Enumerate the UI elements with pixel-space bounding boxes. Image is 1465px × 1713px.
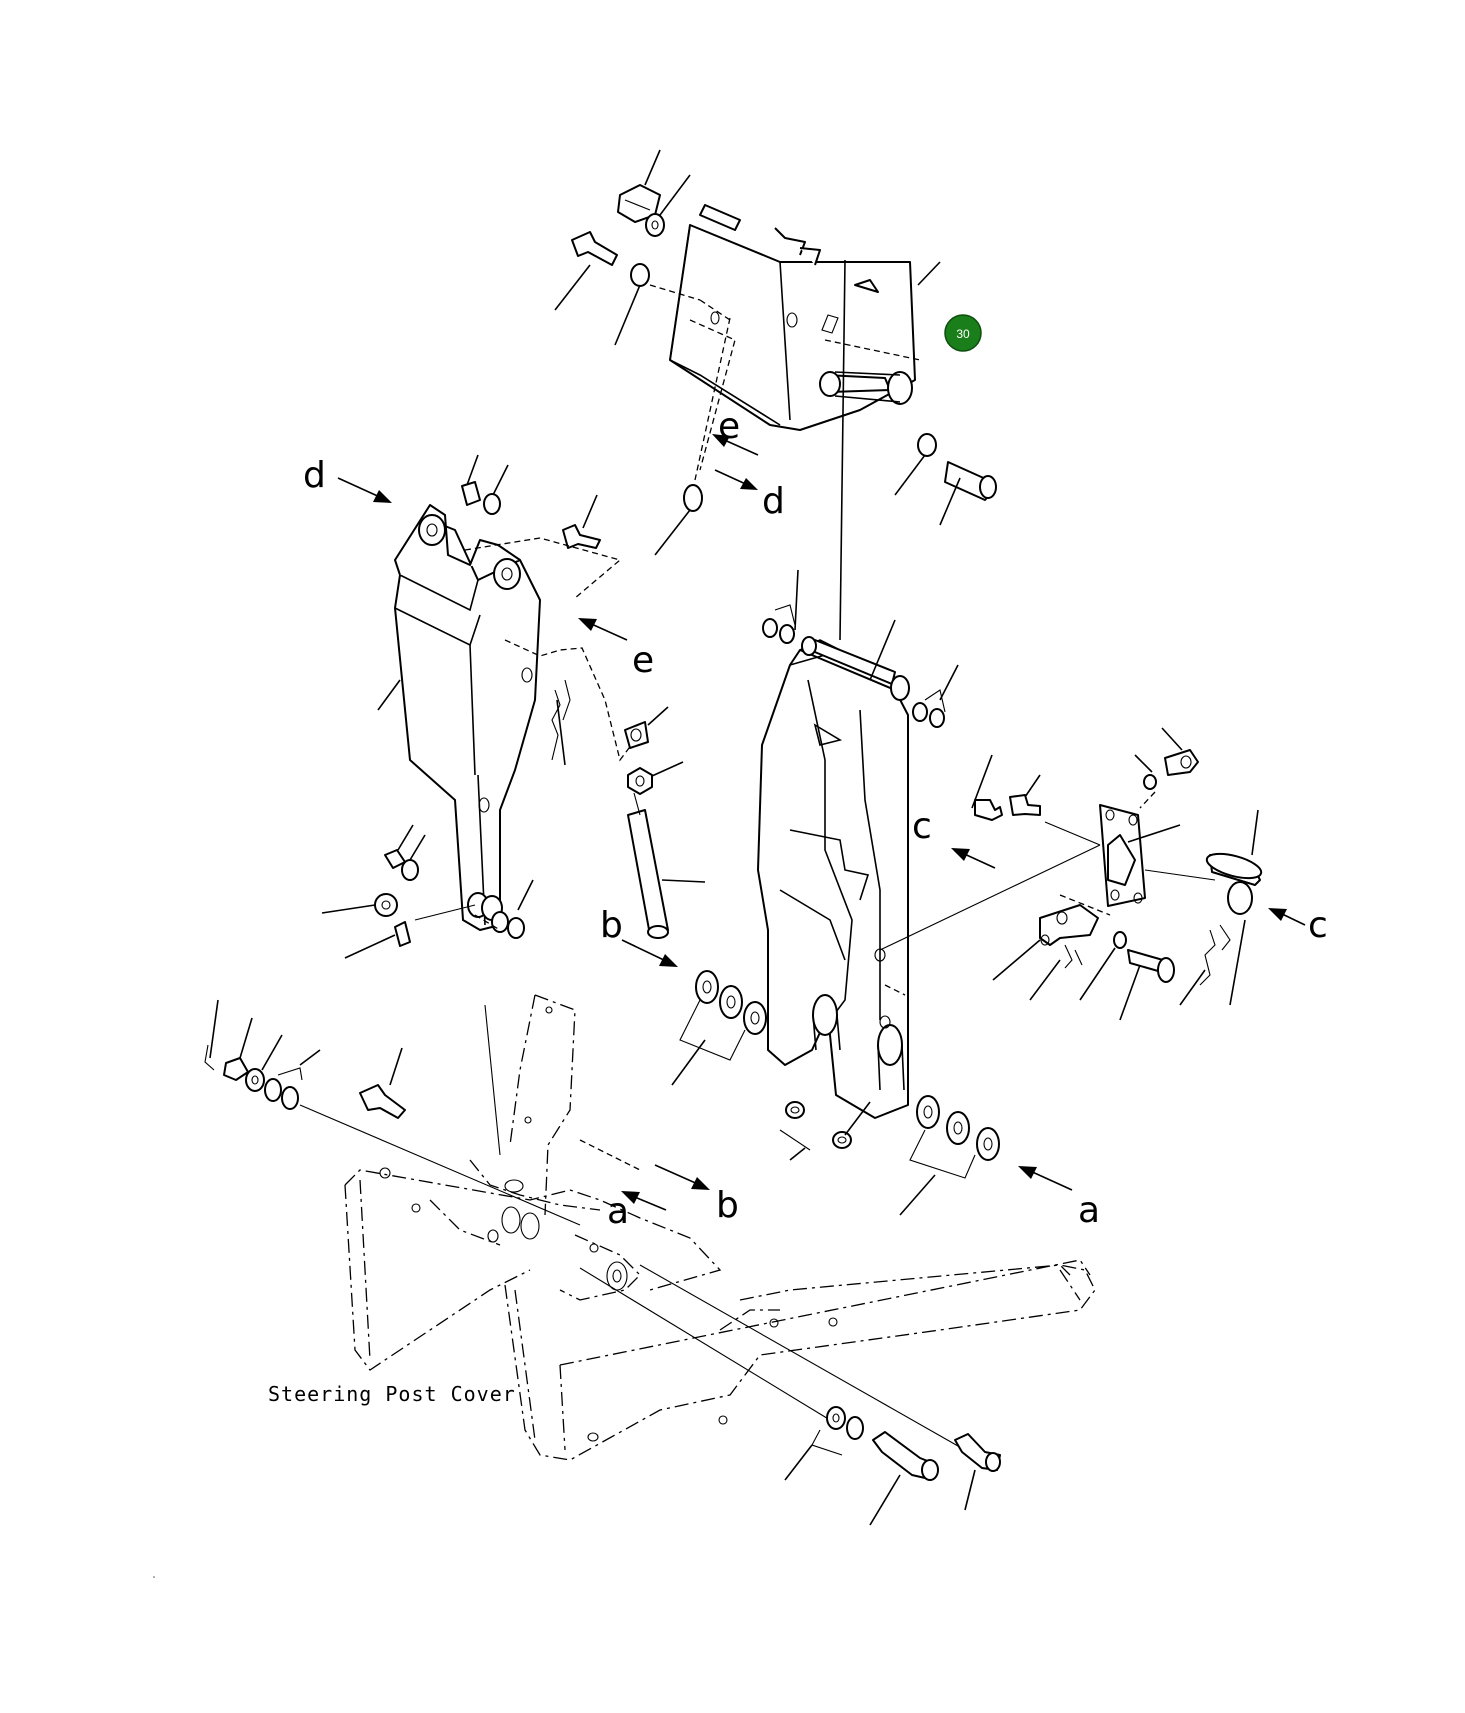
arrow-a-lower [621,1191,667,1211]
arrow-a-right [1018,1166,1073,1191]
arrow-d-left [337,477,392,503]
arrow-d-upper [714,469,758,490]
ref-label-a-right: a [1078,1190,1100,1231]
cover-knob-hardware [554,149,997,556]
ref-label-e-left: e [632,640,654,681]
ref-label-d-top: d [762,481,785,522]
arrow-c-right [1268,908,1306,926]
ref-label-c-right: c [1308,905,1328,946]
upper-cover-part [669,204,916,431]
ref-label-c-left: c [912,806,932,847]
arrow-b-lower [654,1164,710,1190]
right-panel-hardware [762,604,1000,1216]
left-column-panel [377,504,541,931]
callout-number: 30 [956,327,970,341]
steering-post-frame-phantom [344,994,1096,1461]
arrow-e-left [578,618,628,641]
ref-label-d-left: d [303,455,326,496]
arrow-e-upper [712,434,759,456]
left-panel-hardware [321,454,706,959]
callout-badge-30[interactable]: 30 [944,314,982,352]
arrow-c-left [951,848,996,869]
ref-label-a-lower: a [607,1191,629,1232]
latch-bracket-assembly [879,727,1263,1021]
steering-post-cover-caption: Steering Post Cover [268,1382,516,1406]
ref-label-e-top: e [718,406,740,447]
bottom-hardware [784,1406,1001,1526]
lower-left-hardware [204,999,581,1226]
stray-dot [153,1576,155,1578]
washer-stack-b [671,970,767,1086]
right-column-panel [757,259,910,1119]
ref-label-b-middle: b [600,905,623,946]
arrow-b-middle [621,939,678,967]
ref-label-b-lower: b [716,1185,739,1226]
